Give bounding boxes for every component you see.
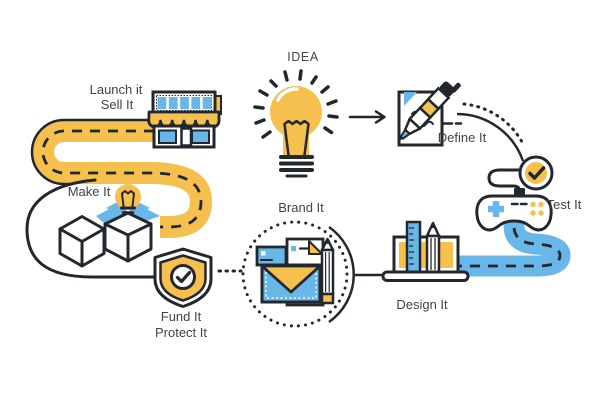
make-bulb-icon [115,184,141,214]
bulb-rays [253,69,339,139]
idea-label: IDEA [287,50,319,64]
closed-box-icon [58,215,106,268]
store-awning [147,110,221,129]
brand-circle-group: Brand It [241,200,355,328]
brand-stationery-icon [255,237,335,307]
test-check-badge [487,155,554,195]
envelope-icon [260,263,322,304]
gamepad-icon: Test It [475,194,582,232]
define-document-pen-icon: Define It [397,81,487,147]
pencil-eraser [320,292,335,305]
fund-label-line1: Fund It [161,309,202,324]
define-label: Define It [438,130,487,145]
shield-check-icon [175,270,192,284]
brand-label: Brand It [278,200,324,215]
make-boxes-icon: Make It [58,184,160,268]
brand-dotted-circle [241,220,349,328]
page-fold [404,92,417,106]
design-laptop-icon: Design It [381,220,470,312]
define-to-test-arc [456,102,525,162]
idea-lightbulb-icon: IDEA [253,50,339,178]
make-label: Make It [68,184,111,199]
store-door [180,127,193,147]
launch-label-line2: Sell It [101,97,134,112]
blue-road-path [452,210,571,277]
arrow-right-icon [348,110,386,124]
dpad-icon [488,201,504,217]
make-to-fund-line [25,178,156,279]
yellow-road-path [30,118,213,238]
business-card [255,245,288,267]
laptop-base [381,270,470,282]
pencil-icon [425,221,441,274]
fund-label-line2: Protect It [155,325,207,340]
shield-icon: Fund It Protect It [153,247,213,340]
brand-pencil-icon [320,237,335,305]
check-icon [528,166,546,180]
design-label: Design It [396,297,448,312]
brand-side-arc [328,225,355,324]
storefront-icon: Launch it Sell It [90,82,222,149]
launch-label-line1: Launch it [90,82,143,97]
test-label: Test It [547,197,582,212]
pen [397,81,461,143]
